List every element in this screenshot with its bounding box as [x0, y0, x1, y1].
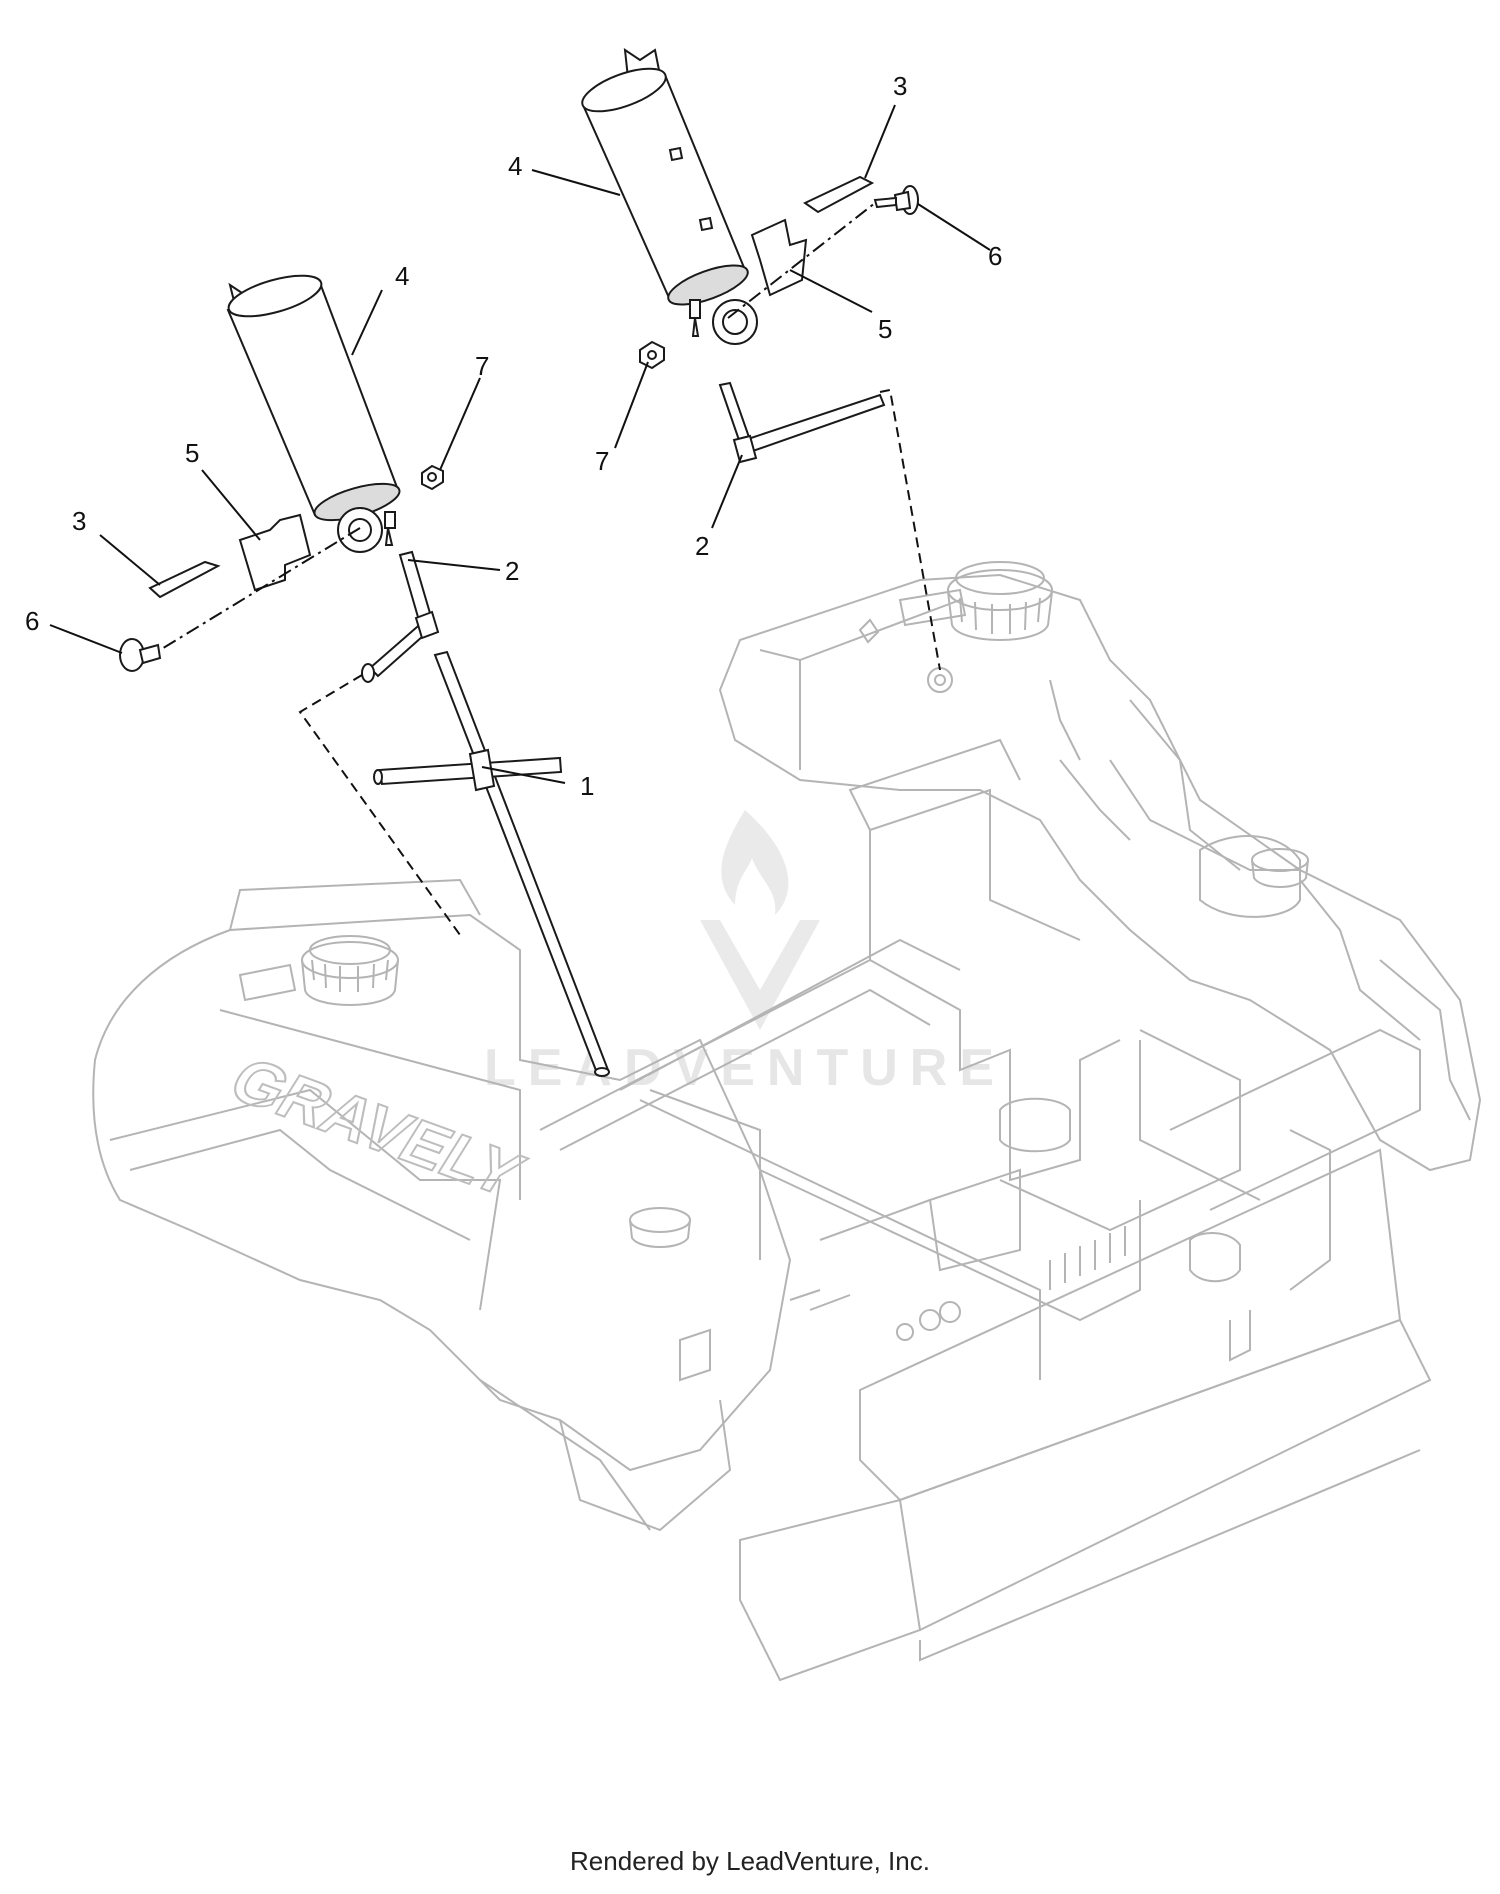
callout-labels: 1 2 2 3 3 4 4 5 5 6 6 7 7	[25, 71, 1002, 801]
footer-credit: Rendered by LeadVenture, Inc.	[570, 1846, 930, 1876]
left-canister-assembly	[119, 274, 610, 1077]
hose-route-left	[298, 674, 461, 936]
callout-7-right: 7	[595, 446, 609, 476]
leader-lines	[49, 104, 991, 784]
callout-2-right: 2	[695, 531, 709, 561]
callout-2-left: 2	[505, 556, 519, 586]
leadventure-flame-logo-icon	[700, 810, 820, 1030]
right-fender	[718, 573, 1482, 1172]
chassis-frame	[539, 738, 1432, 1682]
right-canister-assembly	[581, 47, 919, 464]
hose-route-right	[879, 388, 941, 671]
callout-4-right: 4	[508, 151, 522, 181]
watermark-text: LEADVENTURE	[484, 1039, 1006, 1097]
callout-1: 1	[580, 771, 594, 801]
left-fender	[92, 878, 792, 1532]
callout-5-left: 5	[185, 438, 199, 468]
callout-4-left: 4	[395, 261, 409, 291]
watermark: LEADVENTURE	[484, 810, 1006, 1097]
callout-6-left: 6	[25, 606, 39, 636]
callout-3-right: 3	[893, 71, 907, 101]
callout-3-left: 3	[72, 506, 86, 536]
callout-5-right: 5	[878, 314, 892, 344]
callout-6-right: 6	[988, 241, 1002, 271]
callout-7-left: 7	[475, 351, 489, 381]
fuel-cap-icon	[301, 935, 399, 1006]
fuel-cap-icon	[947, 561, 1053, 641]
